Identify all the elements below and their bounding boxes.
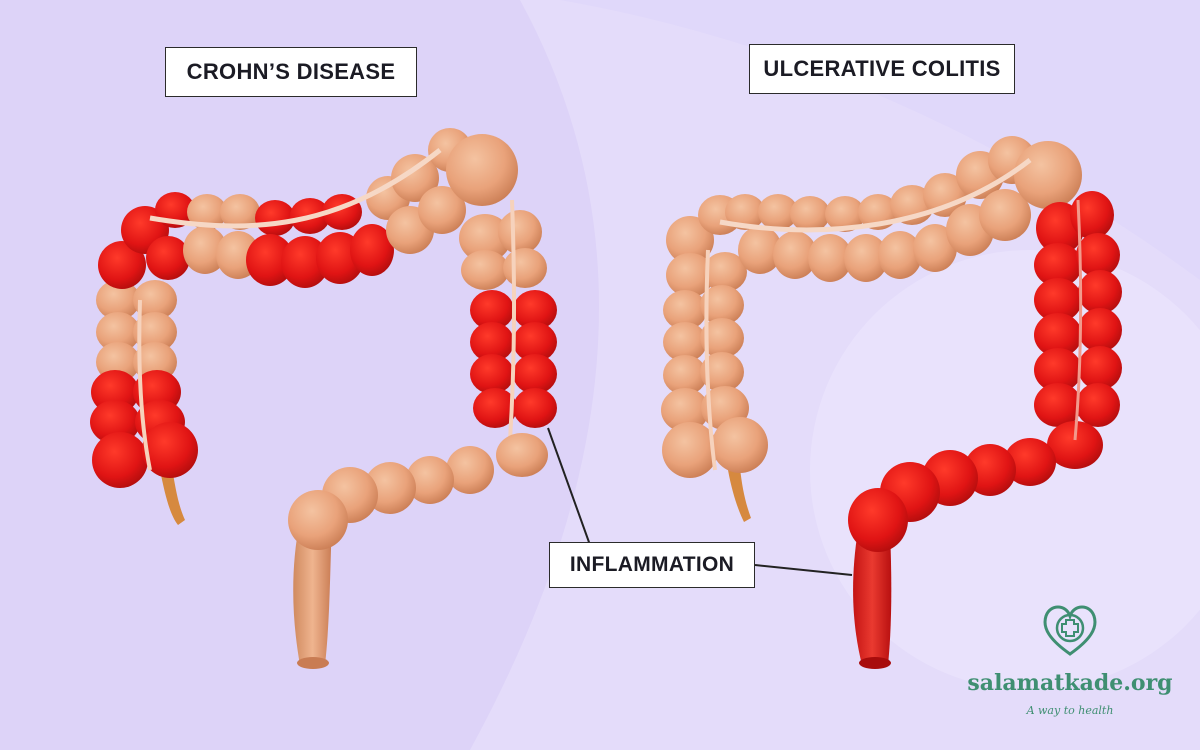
crohns-transverse-colon <box>149 128 472 288</box>
crohns-colon-illustration <box>90 128 557 669</box>
uc-ascending-colon <box>661 195 768 478</box>
uc-descending-colon-inflamed <box>848 191 1122 552</box>
uc-colon-illustration <box>661 136 1122 669</box>
ulcerative-colitis-label: ULCERATIVE COLITIS <box>749 44 1015 94</box>
uc-rectum <box>853 530 892 665</box>
inflammation-leader-lines <box>547 427 853 576</box>
uc-transverse-colon <box>719 136 1082 282</box>
crohns-appendix <box>160 468 185 525</box>
inflammation-label: INFLAMMATION <box>549 542 755 588</box>
uc-appendix <box>728 468 751 522</box>
heart-plus-icon <box>1043 605 1097 656</box>
crohns-ascending-colon <box>90 206 198 488</box>
logo-name: salamatkade.org <box>967 670 1173 696</box>
logo-tagline: A way to health <box>1026 704 1114 717</box>
crohns-rectum <box>293 520 332 665</box>
crohns-disease-label: CROHN’S DISEASE <box>165 47 417 97</box>
salamatkade-logo: salamatkade.org A way to health <box>960 598 1180 728</box>
crohns-descending-colon <box>288 134 557 550</box>
